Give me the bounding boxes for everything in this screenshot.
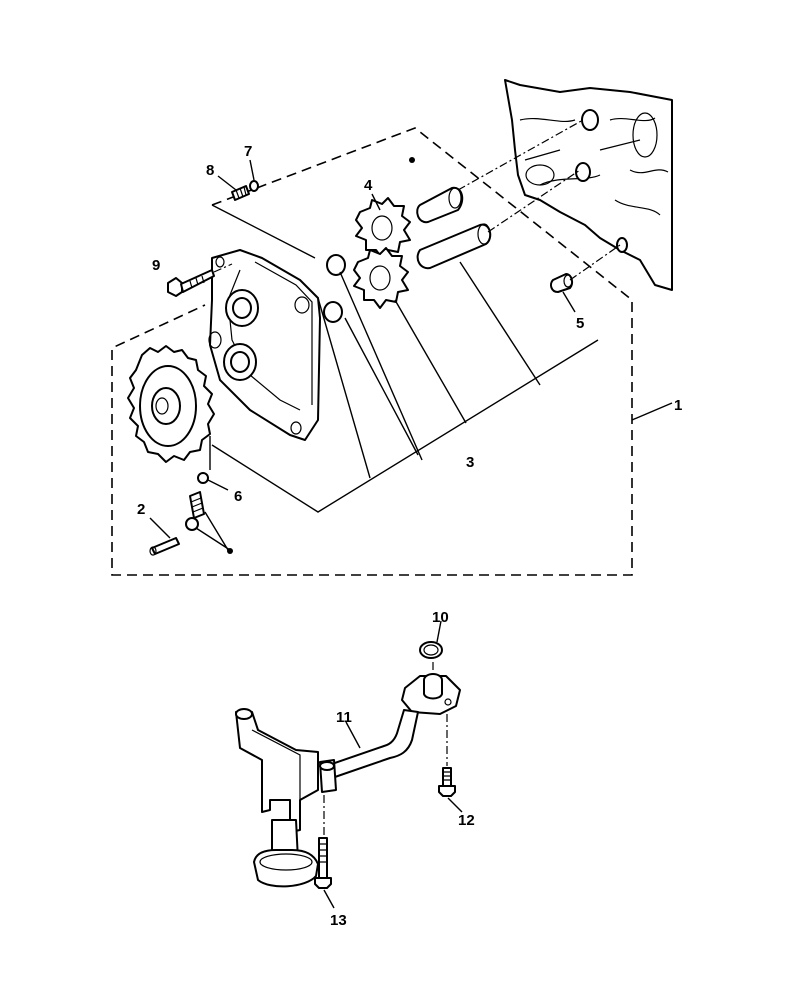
shafts (416, 186, 492, 270)
leader-7 (249, 159, 255, 181)
callout-4: 4 (364, 177, 373, 194)
callout-13: 13 (330, 912, 347, 929)
o-ring-10 (419, 641, 443, 659)
leader-12 (447, 797, 463, 813)
spring-8 (231, 185, 250, 201)
bolt-9 (167, 269, 215, 297)
leader-10 (436, 620, 442, 643)
callout-3: 3 (466, 454, 474, 471)
callout-5: 5 (576, 315, 584, 332)
leader-8 (217, 175, 237, 191)
ref-dot-upper (409, 157, 415, 163)
drive-gear (127, 345, 215, 463)
callout-labels: 1 2 3 4 5 6 7 8 9 10 11 12 13 (137, 143, 682, 929)
leader-lines-3 (211, 261, 599, 513)
callout-7: 7 (244, 143, 252, 160)
leader-11 (345, 721, 361, 749)
bolt-12 (438, 767, 456, 797)
leader-ref-dot (195, 511, 231, 551)
relief-ball (185, 517, 199, 531)
centerline-middle (487, 169, 581, 233)
leader-13 (323, 889, 335, 909)
boundary-link (211, 204, 316, 259)
leader-5 (562, 291, 576, 313)
leader-4 (371, 193, 381, 211)
o-ring-10-inner (423, 644, 439, 656)
relief-spring (189, 491, 205, 519)
centerline-upper (457, 119, 584, 191)
dowel (549, 273, 574, 293)
callout-2: 2 (137, 501, 145, 518)
callout-12: 12 (458, 812, 475, 829)
rotor-gears (353, 197, 411, 309)
callout-10: 10 (432, 609, 449, 626)
plug-7 (249, 180, 259, 192)
callout-9: 9 (152, 257, 160, 274)
callout-8: 8 (206, 162, 214, 179)
centerline-lower (569, 244, 621, 281)
assembly-boundary (111, 127, 633, 576)
bolt-9-centerline (213, 263, 233, 273)
bolt-13 (314, 837, 332, 889)
callout-6: 6 (234, 488, 242, 505)
leader-1 (631, 402, 673, 421)
oil-strainer-11 (235, 673, 461, 888)
callout-11: 11 (336, 709, 352, 726)
pin-2 (149, 537, 180, 556)
ball-6 (197, 472, 209, 484)
callout-1: 1 (674, 397, 682, 414)
leader-6 (207, 479, 229, 491)
engine-block (504, 79, 673, 291)
sleeve-lower (323, 301, 343, 323)
leader-2 (149, 517, 171, 539)
pump-housing (208, 249, 321, 441)
sleeve-upper (326, 254, 346, 276)
